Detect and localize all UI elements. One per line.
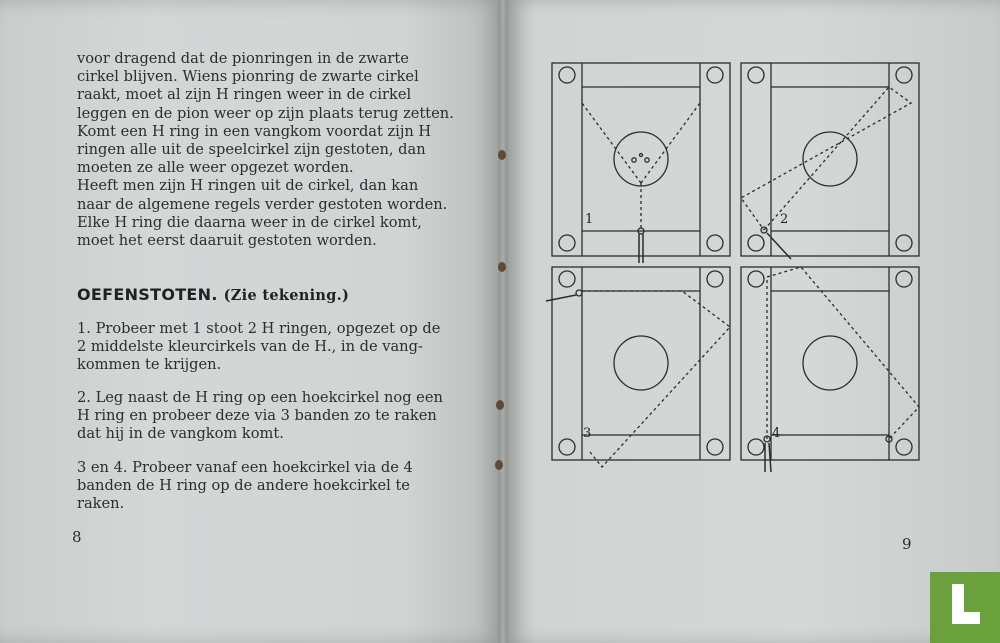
binding-hole [498,150,506,160]
text-line: Heeft men zijn H ringen uit de cirkel, d… [77,177,419,195]
exercise-2: 2. Leg naast de H ring op een hoekcirkel… [77,389,463,444]
binding-hole [496,400,504,410]
text-line: moeten ze alle weer opgezet worden. [77,159,354,177]
text-line: banden de H ring op de andere hoekcirkel… [77,477,410,495]
diagram-2 [740,62,920,260]
text-line: 1. Probeer met 1 stoot 2 H ringen, opgez… [77,320,441,337]
section-heading: OEFENSTOTEN. (Zie tekening.) [77,285,349,304]
heading-subtitle: (Zie tekening.) [223,287,350,304]
diagram-3 [545,266,731,468]
text-line: voor dragend dat de pionringen in de zwa… [77,50,409,67]
text-line: cirkel blijven. Wiens pionring de zwarte… [77,68,419,86]
text-line: 2 middelste kleurcirkels van de H., in d… [77,338,423,356]
diagram-label-4: 4 [772,426,780,441]
diagram-label-2: 2 [780,212,788,227]
text-line: naar de algemene regels verder gestoten … [77,195,448,213]
left-page [0,0,502,643]
text-line: 2. Leg naast de H ring op een hoekcirkel… [77,389,443,406]
diagram-label-3: 3 [583,426,591,441]
book-gutter [498,0,508,643]
text-line: dat hij in de vangkom komt. [77,425,284,443]
exercise-1: 1. Probeer met 1 stoot 2 H ringen, opgez… [77,320,463,375]
binding-hole [498,262,506,272]
text-line: raken. [77,495,125,513]
text-line: ringen alle uit de speelcirkel zijn gest… [77,141,426,159]
diagram-label-1: 1 [585,212,593,227]
right-page [506,0,1000,643]
billiard-diagrams: 1 2 3 4 [545,62,920,473]
heading-title: OEFENSTOTEN. [77,285,218,304]
text-line: 3 en 4. Probeer vanaf een hoekcirkel via… [77,459,413,476]
text-line: leggen en de pion weer op zijn plaats te… [77,104,454,122]
page-number-left: 8 [72,528,82,546]
text-line: Komt een H ring in een vangkom voordat z… [77,122,432,140]
text-line: kommen te krijgen. [77,356,222,374]
text-line: raakt, moet al zijn H ringen weer in de … [77,86,412,104]
binding-hole [495,460,503,470]
text-line: Elke H ring die daarna weer in de cirkel… [77,213,422,231]
logo-mark [952,612,980,624]
text-line: moet het eerst daaruit gestoten worden. [77,232,377,250]
text-line: H ring en probeer deze via 3 banden zo t… [77,407,437,425]
diagram-1 [551,62,731,263]
page-number-right: 9 [902,535,912,553]
exercise-3: 3 en 4. Probeer vanaf een hoekcirkel via… [77,459,463,514]
rules-paragraph: voor dragend dat de pionringen in de zwa… [77,50,463,250]
diagram-4 [740,266,920,473]
corner-logo [930,572,1000,643]
